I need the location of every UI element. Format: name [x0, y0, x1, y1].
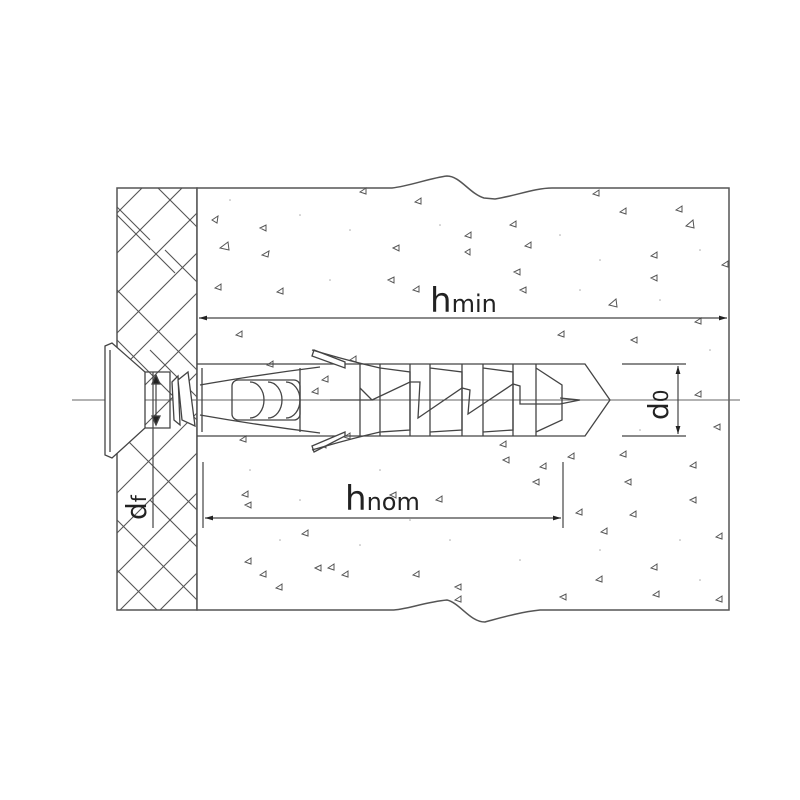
d0-dimension — [622, 363, 686, 437]
base-material — [196, 175, 730, 623]
hmin-label: hmin — [430, 281, 497, 321]
df-label: df — [120, 494, 153, 520]
d0-label: d0 — [642, 389, 675, 420]
hnom-dimension — [202, 462, 564, 528]
hnom-label: hnom — [345, 479, 420, 519]
expansion-plug — [197, 349, 611, 453]
countersunk-screw — [104, 342, 196, 459]
